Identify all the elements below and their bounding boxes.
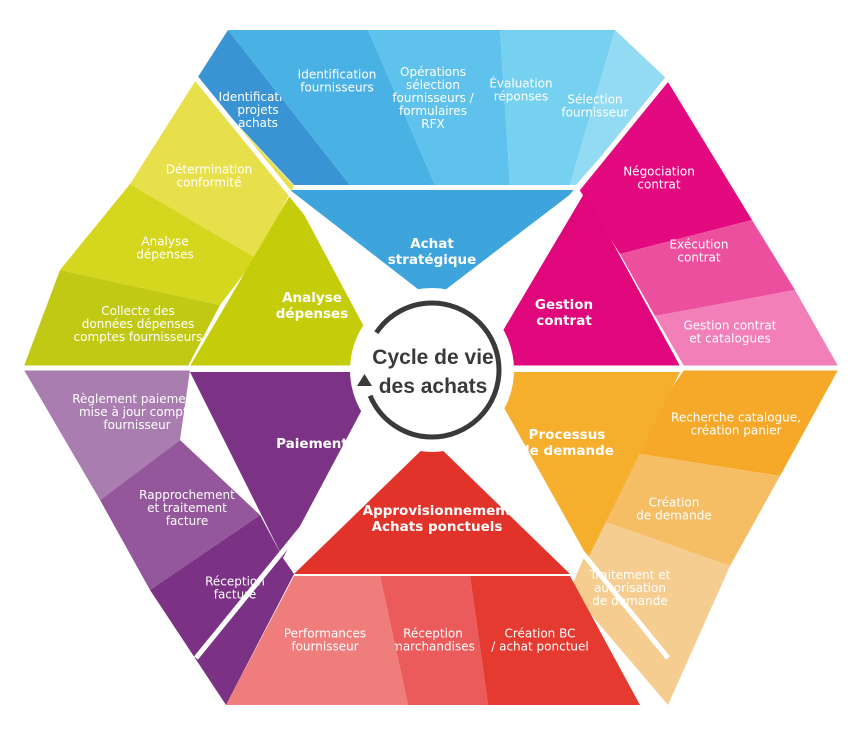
segment-label: formulaires <box>399 104 467 118</box>
segment-label: facture <box>166 514 209 528</box>
segment-label: données dépenses <box>82 317 195 331</box>
segment-label: création panier <box>690 424 781 438</box>
segment-appro-1 <box>470 576 640 705</box>
sector-label: Approvisionnement <box>363 503 512 519</box>
segment-demande-1 <box>628 370 838 476</box>
segment-label: / achat ponctuel <box>491 640 588 654</box>
center-outer-circle <box>350 288 514 452</box>
segment-demande-3 <box>570 520 730 705</box>
segment-label: Opérations <box>400 65 466 79</box>
segment-label: Évaluation <box>489 76 552 91</box>
sector-label: Paiement <box>276 436 348 452</box>
segment-label: Recherche catalogue, <box>671 411 801 425</box>
segment-strategique-3 <box>368 30 510 185</box>
segment-label: achats <box>238 116 278 130</box>
sector-label: Processus <box>529 427 606 443</box>
segment-label: contrat <box>637 178 681 192</box>
segment-strategique-4 <box>500 30 615 185</box>
sector-label: de demande <box>520 443 614 459</box>
segment-label: fournisseurs / <box>392 91 474 105</box>
segment-label: fournisseur <box>103 418 170 432</box>
segment-label: Création <box>649 496 700 510</box>
segment-label: Réception <box>205 575 265 589</box>
segment-label: Analyse <box>141 235 188 249</box>
segment-strategique-5 <box>570 30 668 185</box>
sector-label: Achats ponctuels <box>372 519 503 535</box>
segment-label: dépenses <box>136 248 194 262</box>
segment-label: réponses <box>494 90 549 104</box>
segment-label: Identification <box>219 90 298 104</box>
segment-label: fournisseurs <box>300 81 374 95</box>
segment-label: de demande <box>636 509 711 523</box>
cycle-arrow-head-icon <box>357 374 372 386</box>
segment-paiement-2 <box>100 440 260 590</box>
segment-demande-2 <box>600 452 780 566</box>
center-title-line-2: des achats <box>379 375 488 398</box>
segment-label: de demande <box>592 594 667 608</box>
segment-paiement-3 <box>24 370 190 500</box>
sector-processus-demande: Recherche catalogue,création panierCréat… <box>484 370 838 705</box>
sector-label: dépenses <box>276 306 348 322</box>
segment-label: projets <box>237 103 278 117</box>
segment-contrat-1 <box>577 82 752 254</box>
segment-analyse-3 <box>130 80 294 258</box>
sector-label: stratégique <box>388 252 477 268</box>
segment-contrat-3 <box>655 290 838 366</box>
sector-label: Gestion <box>535 297 593 313</box>
segment-label: Réception <box>403 627 463 641</box>
sector-gestion-contrat: NégociationcontratExécutioncontratGestio… <box>482 82 838 366</box>
segment-label: Identification <box>298 68 377 82</box>
center-title-line-1: Cycle de vie <box>372 346 493 369</box>
segment-label: Sélection <box>567 93 622 107</box>
sector-approvisionnement: Création BC/ achat ponctuel Réceptionmarc… <box>226 440 640 705</box>
segment-strategique-1 <box>196 30 350 185</box>
segment-label: fournisseur <box>561 106 628 120</box>
segment-label: Détermination <box>166 163 252 177</box>
segment-label: fournisseur <box>291 640 358 654</box>
segment-label: Création BC <box>505 627 576 641</box>
segment-analyse-1 <box>24 270 220 366</box>
segment-label: Performances <box>284 627 366 641</box>
segment-analyse-2 <box>60 184 256 305</box>
segment-label: Règlement paiement, <box>72 392 202 406</box>
segment-strategique-2 <box>228 30 435 185</box>
segment-label: Exécution <box>670 238 729 252</box>
segment-label: Gestion contrat <box>684 319 777 333</box>
sector-triangle-contrat <box>482 192 680 366</box>
segment-label: et traitement <box>147 501 227 515</box>
sector-achat-strategique: IdentificationprojetsachatsIdentificatio… <box>196 30 668 300</box>
segment-label: sélection <box>406 78 460 92</box>
segment-appro-2 <box>380 576 488 705</box>
sector-label: contrat <box>536 313 592 329</box>
segment-label: Négociation <box>623 165 695 179</box>
segment-label: contrat <box>677 251 721 265</box>
segment-label: marchandises <box>391 640 475 654</box>
sector-triangle-analyse <box>190 192 385 366</box>
sector-triangle-demande <box>484 372 680 558</box>
segment-contrat-2 <box>620 220 795 316</box>
segment-paiement-1 <box>150 515 294 705</box>
segment-label: Rapprochement <box>139 488 235 502</box>
segment-label: et catalogues <box>689 332 770 346</box>
sector-label: Achat <box>410 236 454 252</box>
center-hub: Cycle de vie des achats <box>350 288 514 452</box>
segment-label: mise à jour compte <box>79 405 195 419</box>
segment-label: Traitement et <box>589 568 671 582</box>
segment-appro-3 <box>226 576 408 705</box>
sector-triangle-strategique <box>290 190 576 300</box>
segment-label: comptes fournisseurs <box>74 330 203 344</box>
segment-label: Collecte des <box>101 304 175 318</box>
sector-triangle-appro <box>294 440 570 574</box>
sector-triangle-paiement <box>190 372 382 558</box>
segment-label: conformité <box>177 176 242 190</box>
sector-label: Analyse <box>282 290 342 306</box>
cycle-arrow-ring <box>362 300 502 440</box>
segment-label: RFX <box>421 117 444 131</box>
